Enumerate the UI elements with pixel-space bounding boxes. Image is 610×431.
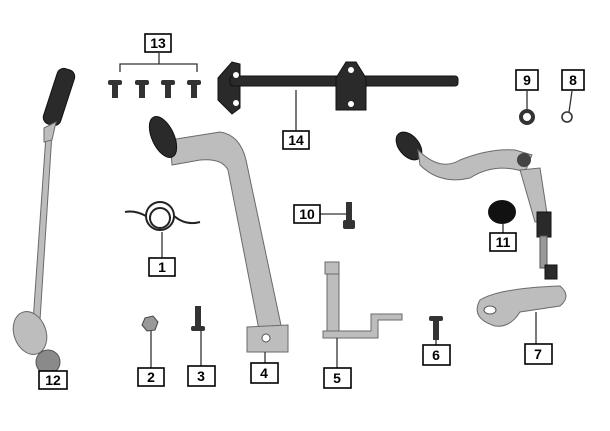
callout-2: 2 <box>137 367 165 387</box>
callout-13-text: 13 <box>150 35 166 51</box>
part-7-shift-lever <box>395 131 567 327</box>
callout-14-text: 14 <box>288 132 304 148</box>
callout-13: 13 <box>144 33 172 53</box>
part-3-bolt <box>191 306 205 331</box>
callout-3: 3 <box>187 365 216 387</box>
callout-1-text: 1 <box>158 259 166 275</box>
callout-12-text: 12 <box>45 372 61 388</box>
callout-11-text: 11 <box>496 234 511 250</box>
callout-6-text: 6 <box>432 347 440 363</box>
callout-9-text: 9 <box>523 72 531 88</box>
callout-12: 12 <box>38 370 68 390</box>
callout-1: 1 <box>148 257 176 277</box>
part-5-pivot-shaft <box>322 261 403 339</box>
callout-7-text: 7 <box>534 346 542 362</box>
callout-14: 14 <box>282 130 310 150</box>
callout-6: 6 <box>422 344 451 366</box>
callout-5: 5 <box>323 367 352 389</box>
part-4-brake-pedal <box>148 116 289 353</box>
callout-11: 11 <box>489 232 517 252</box>
part-11-rubber-cap <box>488 200 516 224</box>
part-1-spring <box>124 201 201 231</box>
part-6-bolt <box>429 316 443 340</box>
callout-8: 8 <box>561 69 585 91</box>
callout-10: 10 <box>293 204 321 224</box>
callout-2-text: 2 <box>147 369 155 385</box>
callout-9: 9 <box>515 69 539 91</box>
callout-7: 7 <box>524 343 553 365</box>
part-9-washer <box>519 109 535 125</box>
callout-8-text: 8 <box>569 72 577 88</box>
part-12-kickstart-lever <box>12 67 76 375</box>
part-8-clip <box>561 111 573 123</box>
part-2-nut <box>141 315 159 332</box>
part-13-bolts <box>108 80 201 98</box>
callout-4-text: 4 <box>260 365 268 381</box>
callout-3-text: 3 <box>197 368 205 384</box>
part-10-bolt <box>343 202 355 229</box>
part-14-bracket <box>217 61 459 115</box>
callout-10-text: 10 <box>299 206 315 222</box>
callout-4: 4 <box>250 362 279 384</box>
callout-5-text: 5 <box>333 370 341 386</box>
